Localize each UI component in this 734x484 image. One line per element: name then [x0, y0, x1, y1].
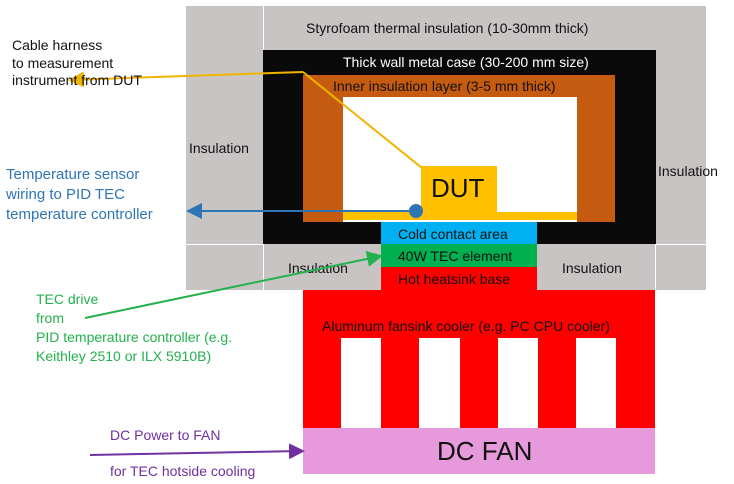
tec-drive-annotation: TEC drive from PID temperature controlle… — [36, 290, 232, 366]
fansink-fin — [303, 338, 341, 428]
insulation-bottom-right-label: Insulation — [562, 260, 622, 276]
insulation-left-label: Insulation — [189, 140, 249, 156]
annotation-line: PID temperature controller (e.g. — [36, 329, 233, 345]
insulation-right-label: Insulation — [658, 163, 718, 179]
tec-element-label: 40W TEC element — [398, 248, 513, 264]
inner-insulation-label: Inner insulation layer (3-5 mm thick) — [333, 78, 556, 94]
tec-element — [381, 244, 537, 267]
dut-block — [421, 166, 497, 212]
annotation-line: to measurement — [12, 54, 114, 71]
annotation-line: Temperature sensor — [6, 166, 140, 183]
fansink-fin — [616, 338, 655, 428]
cold-contact-label: Cold contact area — [398, 226, 508, 242]
tec-hotside-annotation: for TEC hotside cooling — [110, 463, 256, 479]
fan-power-line — [89, 443, 305, 460]
annotation-line: temperature controller — [6, 206, 153, 223]
styrofoam-divider-bottom-left — [263, 244, 264, 290]
fansink-label: Aluminum fansink cooler (e.g. PC CPU coo… — [322, 318, 610, 334]
temperature-sensor-annotation: Temperature sensor wiring to PID TEC tem… — [6, 165, 153, 225]
annotation-line: Keithley 2510 or ILX 5910B) — [36, 348, 212, 364]
inner-insulation-left — [303, 97, 343, 222]
fansink-fin — [538, 338, 576, 428]
cable-harness-arrow — [68, 71, 304, 88]
metal-case-label: Thick wall metal case (30-200 mm size) — [343, 54, 589, 70]
styrofoam-divider-h-right — [655, 244, 706, 245]
cable-harness-line — [302, 71, 423, 169]
annotation-line: wiring to PID TEC — [6, 186, 125, 203]
styrofoam-divider-top-left — [263, 6, 264, 50]
dc-power-annotation: DC Power to FAN — [110, 427, 221, 443]
styrofoam-label: Styrofoam thermal insulation (10-30mm th… — [306, 20, 589, 36]
dc-fan — [303, 428, 655, 474]
fansink-fin — [460, 338, 498, 428]
annotation-line: instrument from DUT — [12, 72, 142, 88]
annotation-line: from — [36, 310, 64, 326]
styrofoam-divider-h-left — [186, 244, 264, 245]
dut-label: DUT — [431, 173, 485, 203]
dut-base-strip — [343, 212, 577, 220]
fansink-fin — [381, 338, 419, 428]
styrofoam-divider-bottom-right — [655, 244, 656, 290]
hot-heatsink-base — [381, 267, 537, 290]
annotation-line: Cable harness — [12, 37, 103, 53]
cold-contact-area — [381, 222, 537, 244]
tec-drive-line — [84, 251, 383, 319]
dc-fan-label: DC FAN — [437, 436, 533, 466]
inner-insulation-right — [577, 97, 615, 222]
cable-harness-annotation: Cable harness to measurement instrument … — [12, 37, 142, 90]
inner-insulation-top — [303, 75, 615, 97]
fansink-cooler-base — [303, 290, 655, 338]
annotation-line: TEC drive — [36, 291, 99, 307]
hot-heatsink-label: Hot heatsink base — [398, 271, 511, 287]
